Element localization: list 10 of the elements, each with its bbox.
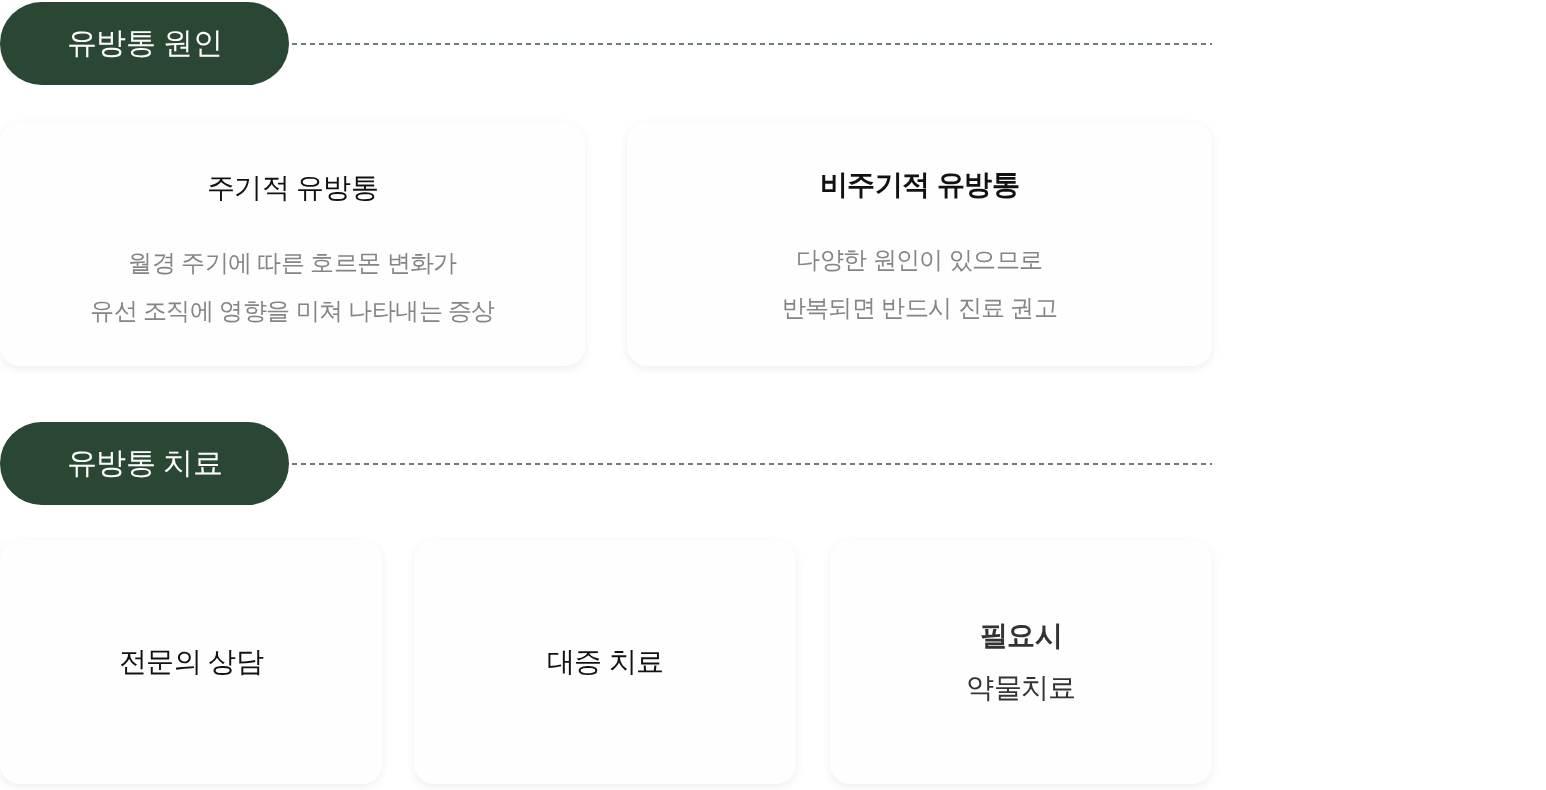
- card-description: 약물치료: [966, 671, 1076, 705]
- card-title: 주기적 유방통: [206, 171, 379, 205]
- card-title: 필요시: [979, 619, 1063, 653]
- card-description: 다양한 원인이 있으므로 반복되면 반드시 진료 권고: [781, 245, 1058, 323]
- card-description: 월경 주기에 따른 호르몬 변화가 유선 조직에 영향을 미쳐 나타내는 증상: [90, 248, 495, 326]
- card-title: 비주기적 유방통: [820, 168, 1019, 202]
- card-title: 전문의 상담: [118, 645, 264, 679]
- section-pill: 유방통 치료: [0, 422, 289, 505]
- section-pill: 유방통 원인: [0, 2, 289, 85]
- card-title: 대증 치료: [546, 645, 664, 679]
